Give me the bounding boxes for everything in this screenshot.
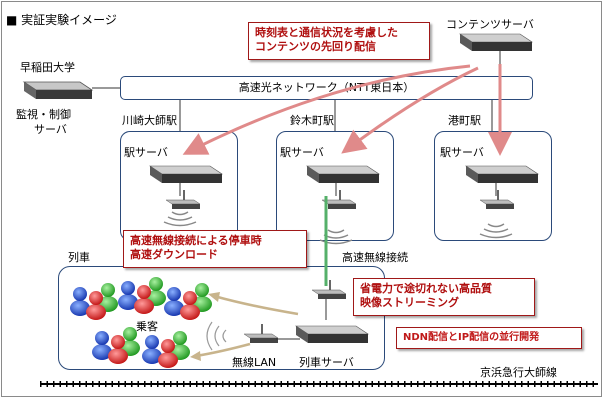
diagram-title: ■ 実証実験イメージ	[6, 13, 117, 27]
train-label: 列車	[68, 251, 90, 264]
passenger-group-4	[92, 327, 140, 364]
train-server-icon	[295, 325, 369, 344]
callout-download-line2: 高速ダウンロード	[130, 248, 218, 261]
callout-download-line1: 高速無線接続による停車時	[130, 234, 262, 247]
station-server-label-2: 駅サーバ	[280, 146, 324, 159]
access-point-icon-1	[165, 189, 201, 210]
station-server-label-1: 駅サーバ	[124, 146, 168, 159]
station-server-icon-1	[149, 165, 223, 184]
passenger-group-5	[142, 331, 190, 368]
callout-streaming-line2: 映像ストリーミング	[360, 296, 459, 309]
station-server-label-3: 駅サーバ	[440, 146, 484, 159]
train-access-point-icon	[311, 279, 347, 300]
station-name-kawasakidaishi: 川崎大師駅	[122, 114, 177, 127]
wireless-lan-label: 無線LAN	[232, 356, 277, 369]
control-server-label-line2: サーバ	[34, 123, 67, 136]
station-name-minatocho: 港町駅	[448, 114, 481, 127]
station-server-icon-3	[465, 165, 539, 184]
callout-prefetch-line2: コンテンツの先回り配信	[255, 40, 376, 53]
station-server-icon-2	[306, 165, 380, 184]
lan-stream-arrows	[190, 292, 299, 361]
railway-line-label: 京浜急行大師線	[480, 366, 557, 379]
delivery-arrow-suzukicho	[341, 66, 479, 154]
delivery-arrow-kawasakidaishi	[182, 64, 471, 155]
callout-streaming: 省電力で途切れない高品質 映像ストリーミング	[353, 278, 535, 316]
station-box-kawasakidaishi	[120, 131, 238, 241]
contents-server-icon	[459, 33, 533, 52]
callout-download: 高速無線接続による停車時 高速ダウンロード	[123, 230, 307, 268]
callout-streaming-line1: 省電力で途切れない高品質	[360, 282, 492, 295]
university-label: 早稲田大学	[20, 61, 75, 74]
callout-prefetch-line1: 時刻表と通信状況を考慮した	[255, 26, 398, 39]
access-point-icon-3	[479, 189, 515, 210]
wireless-link-label: 高速無線接続	[342, 251, 408, 264]
passengers-label: 乗客	[136, 320, 158, 333]
passenger-group-2	[118, 277, 166, 314]
station-box-suzukicho	[276, 131, 394, 241]
wireless-wave-icon-1	[163, 211, 197, 227]
passenger-group-1	[70, 283, 118, 320]
train-server-label: 列車サーバ	[299, 356, 354, 369]
passenger-group-3	[164, 283, 212, 320]
contents-server-label: コンテンツサーバ	[446, 18, 534, 31]
lan-wave-icon	[206, 321, 227, 351]
callout-prefetch: 時刻表と通信状況を考慮した コンテンツの先回り配信	[248, 22, 430, 60]
control-server-label-line1: 監視・制御	[16, 108, 71, 121]
wireless-wave-icon-3	[479, 223, 513, 239]
callout-ndn: NDN配信とIP配信の並行開発	[396, 327, 582, 349]
wireless-lan-ap-icon	[243, 323, 279, 344]
station-name-suzukicho: 鈴木町駅	[290, 114, 334, 127]
